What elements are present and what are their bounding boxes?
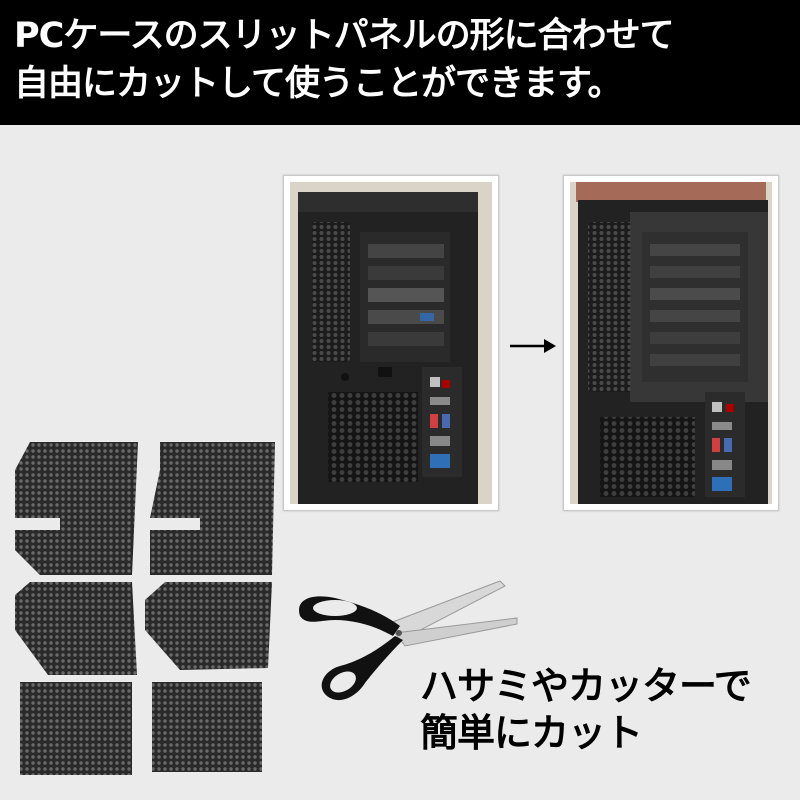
pc-case-back-before-image [290,182,492,504]
mesh-piece-bottom-right [152,682,262,772]
mesh-piece-top-left [15,442,138,575]
mesh-piece-middle-left [15,582,137,675]
pc-case-back-after-image [570,182,772,504]
mesh-piece-bottom-left [20,682,132,775]
caption-line-2: 簡単にカット [420,711,643,755]
cut-mesh-pieces [15,442,275,775]
mesh-piece-top-right [150,442,275,575]
scissors-icon [299,580,518,701]
before-photo [283,175,499,511]
after-photo [563,175,779,511]
right-arrow-icon [510,339,556,353]
banner-line-2: 自由にカットして使うことができます。 [14,64,622,104]
caption-line-1: ハサミやカッターで [420,664,752,708]
header-banner: PCケースのスリットパネルの形に合わせて 自由にカットして使うことができます。 [0,0,800,125]
banner-line-1: PCケースのスリットパネルの形に合わせて [14,16,675,56]
mesh-piece-middle-right [145,582,272,670]
